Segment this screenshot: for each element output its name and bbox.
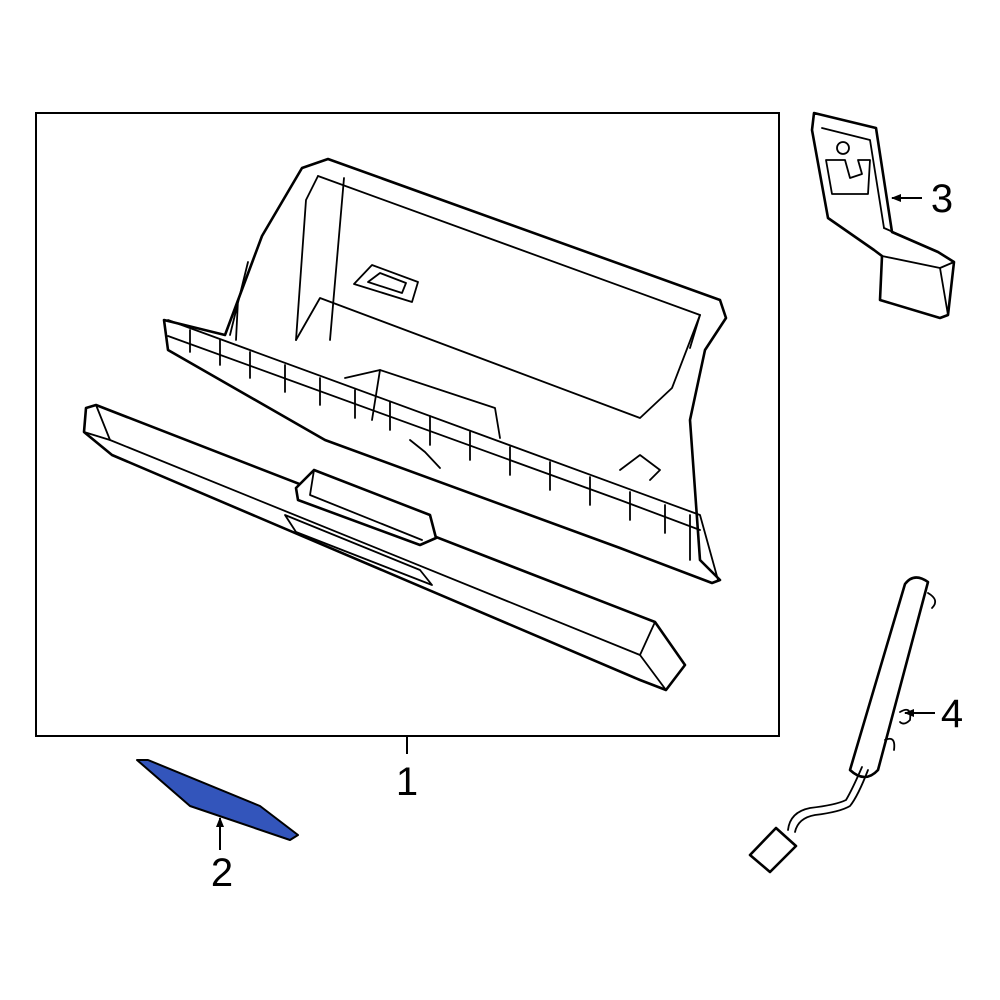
callout-4: 4 — [941, 692, 963, 736]
callout-2: 2 — [211, 851, 233, 895]
callout-3: 3 — [931, 177, 953, 221]
assembly-frame — [35, 112, 780, 737]
part-3-bracket — [810, 111, 956, 320]
part-4-sensor — [748, 576, 937, 874]
part-2-pad — [136, 759, 299, 841]
callout-1: 1 — [396, 760, 418, 804]
glove-box-door — [82, 403, 687, 692]
glove-box-bin — [162, 157, 728, 585]
